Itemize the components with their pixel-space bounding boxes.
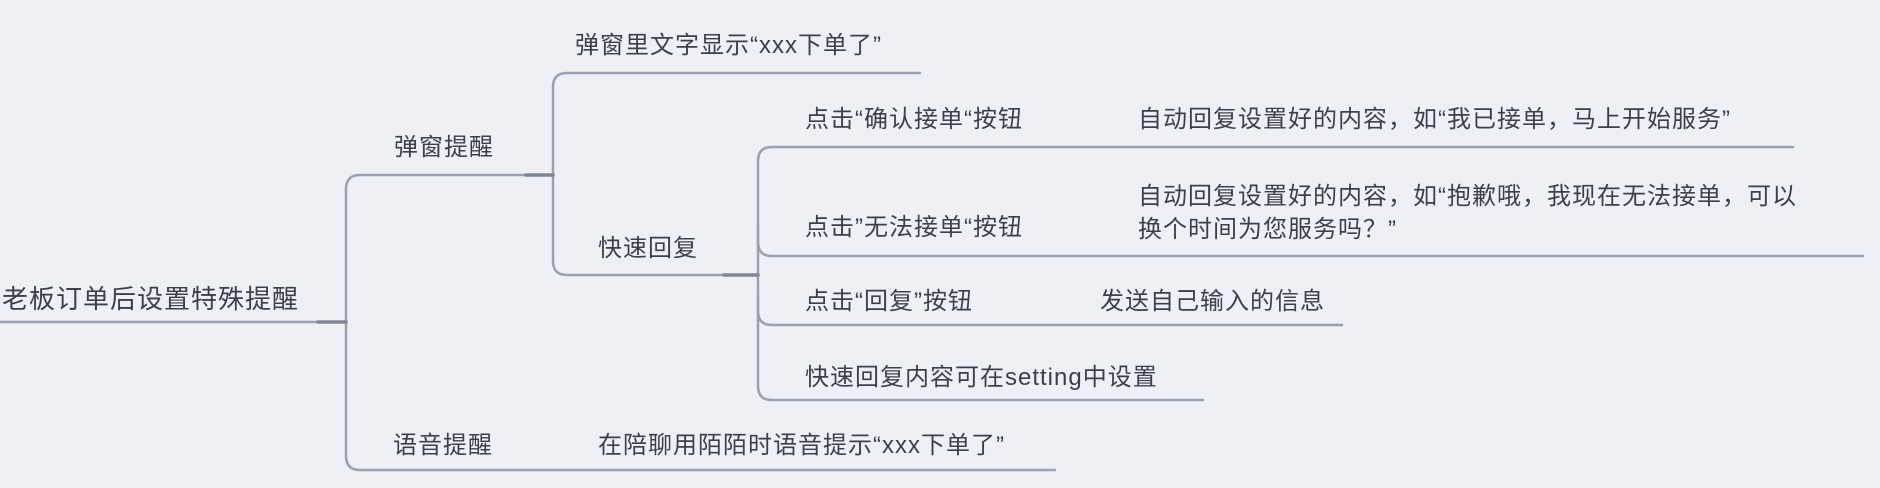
connector-row3-branch	[756, 293, 1344, 327]
node-reject-autoreply-line1: 自动回复设置好的内容，如“抱歉哦，我现在无法接单，可以	[1138, 183, 1797, 210]
node-reply-button[interactable]: 点击“回复”按钮	[805, 288, 973, 315]
node-quickreply-setting[interactable]: 快速回复内容可在setting中设置	[805, 364, 1158, 391]
connector-row2-branch	[756, 223, 1865, 258]
node-reply-send[interactable]: 发送自己输入的信息	[1100, 288, 1325, 315]
node-reject-button[interactable]: 点击”无法接单“按钮	[805, 214, 1023, 241]
node-root[interactable]: 老板订单后设置特殊提醒	[2, 284, 300, 314]
node-confirm-button[interactable]: 点击“确认接单“按钮	[805, 106, 1023, 133]
node-popup-reminder[interactable]: 弹窗提醒	[394, 134, 494, 161]
node-voice-reminder[interactable]: 语音提醒	[393, 432, 493, 459]
node-voice-prompt[interactable]: 在陪聊用陌陌时语音提示“xxx下单了”	[598, 432, 1005, 459]
node-confirm-autoreply[interactable]: 自动回复设置好的内容，如“我已接单，马上开始服务”	[1138, 106, 1731, 133]
node-quick-reply[interactable]: 快速回复	[598, 235, 698, 262]
node-popup-text[interactable]: 弹窗里文字显示“xxx下单了”	[575, 32, 882, 59]
node-reject-autoreply[interactable]: 自动回复设置好的内容，如“抱歉哦，我现在无法接单，可以 换个时间为您服务吗？”	[1138, 180, 1878, 246]
node-reject-autoreply-line2: 换个时间为您服务吗？”	[1138, 216, 1397, 243]
